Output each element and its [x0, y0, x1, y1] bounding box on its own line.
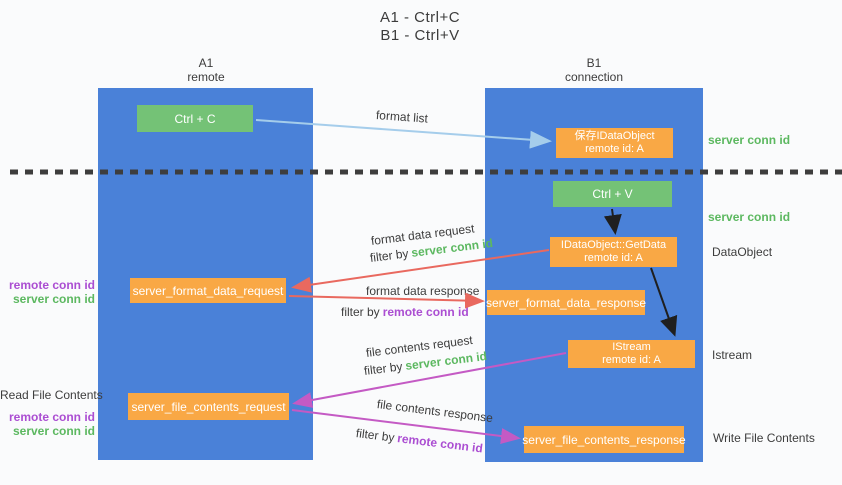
remote-conn-id-annotation-file: remote conn id — [8, 410, 95, 424]
server-format-data-response-box: server_format_data_response — [486, 290, 646, 315]
left-column-header: A1 remote — [146, 56, 266, 84]
save-idataobject-line2: remote id: A — [585, 143, 644, 155]
left-column-id: A1 — [198, 56, 214, 70]
file-contents-response-label: file contents response — [376, 397, 494, 426]
server-format-data-request-box: server_format_data_request — [130, 278, 286, 303]
save-idataobject-box: 保存IDataObject remote id: A — [556, 128, 673, 158]
server-conn-id-annotation-file: server conn id — [12, 424, 95, 438]
filter-by-text: filter by — [355, 426, 396, 445]
idataobject-getdata-box: IDataObject::GetData remote id: A — [550, 237, 677, 267]
format-data-response-label: format data response — [366, 284, 480, 298]
istream-box: IStream remote id: A — [568, 340, 695, 368]
istream-line2: remote id: A — [602, 354, 661, 366]
remote-conn-id-text: remote conn id — [382, 305, 469, 319]
remote-conn-id-text: remote conn id — [396, 431, 484, 456]
filter-by-remote-conn-id-label-2: filter byremote conn id — [355, 426, 483, 455]
left-column-subtitle: remote — [187, 70, 225, 84]
filter-by-text: filter by — [341, 305, 380, 319]
ctrl-c-box: Ctrl + C — [137, 105, 253, 132]
filter-by-text: filter by — [369, 246, 410, 265]
format-list-label: format list — [375, 108, 429, 126]
server-file-contents-response-box: server_file_contents_response — [522, 426, 686, 453]
istream-line1: IStream — [612, 341, 651, 353]
ctrl-v-box: Ctrl + V — [553, 181, 672, 207]
read-file-contents-annotation: Read File Contents — [0, 388, 103, 402]
right-column-header: B1 connection — [534, 56, 654, 84]
getdata-line2: remote id: A — [584, 252, 643, 264]
dataobject-annotation: DataObject — [712, 245, 773, 259]
write-file-contents-annotation: Write File Contents — [713, 431, 815, 445]
right-column-subtitle: connection — [564, 70, 624, 84]
server-conn-id-annotation-format: server conn id — [12, 292, 95, 306]
server-conn-id-annotation-top: server conn id — [708, 133, 791, 147]
save-idataobject-line1: 保存IDataObject — [574, 130, 655, 142]
right-column-id: B1 — [586, 56, 602, 70]
diagram-title: A1 - Ctrl+C B1 - Ctrl+V — [330, 9, 510, 45]
remote-conn-id-annotation-format: remote conn id — [8, 278, 95, 292]
istream-annotation: Istream — [712, 348, 753, 362]
title-line-a1: A1 - Ctrl+C — [379, 9, 461, 26]
server-conn-id-annotation-ctrlv: server conn id — [708, 210, 791, 224]
title-line-b1: B1 - Ctrl+V — [380, 27, 460, 44]
filter-by-text: filter by — [363, 359, 404, 378]
server-file-contents-request-box: server_file_contents_request — [128, 393, 289, 420]
getdata-line1: IDataObject::GetData — [560, 239, 667, 251]
